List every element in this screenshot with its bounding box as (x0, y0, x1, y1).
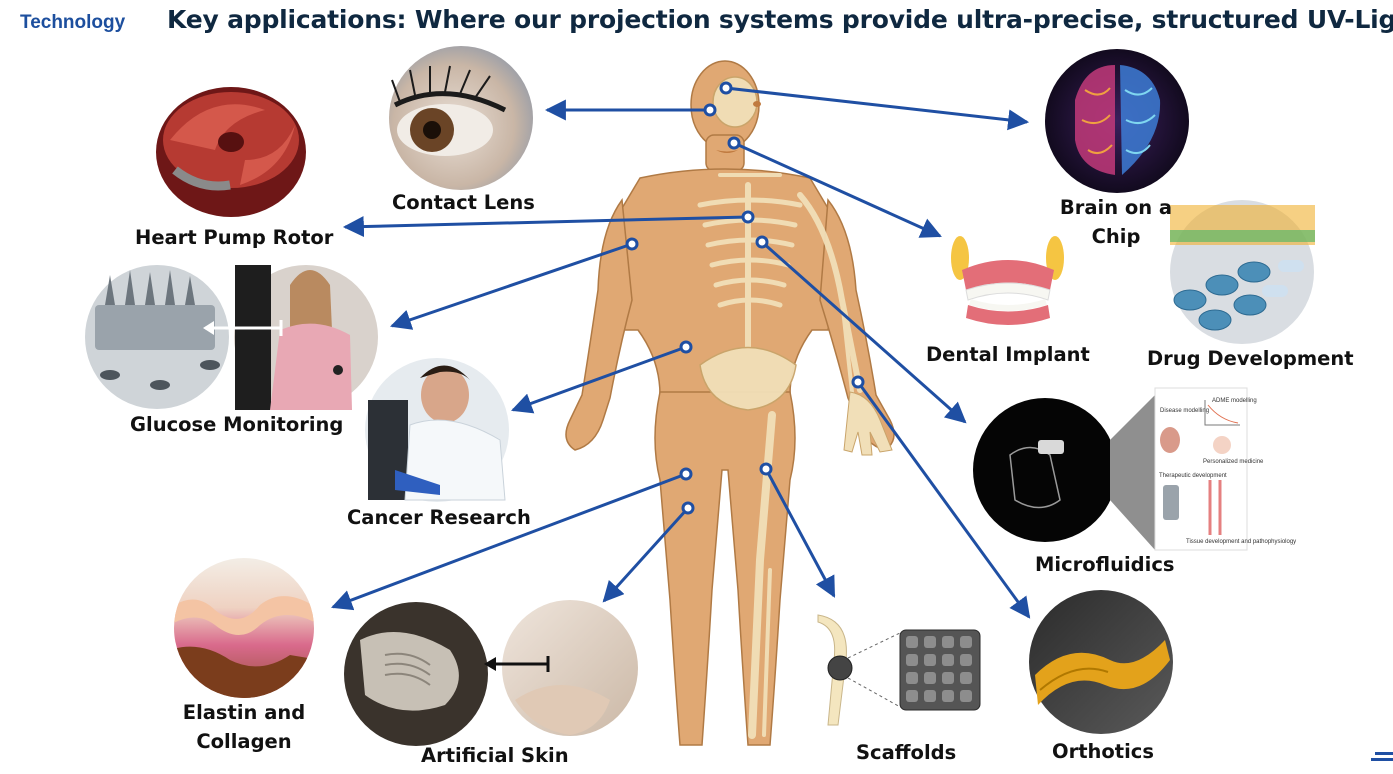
brain-on-chip-image (1045, 49, 1189, 193)
section-tag: Technology (20, 12, 126, 33)
mf-personalized-medicine: Personalized medicine (1203, 459, 1264, 465)
connector-points (625, 81, 865, 515)
label-contact-lens: Contact Lens (392, 191, 535, 214)
scaffolds-image (817, 614, 981, 726)
label-elastin-collagen: Elastin and Collagen (180, 698, 308, 756)
microfluidics-image (973, 398, 1117, 542)
label-glucose-monitoring: Glucose Monitoring (130, 413, 344, 436)
drug-development-image (1170, 200, 1315, 344)
label-orthotics: Orthotics (1052, 740, 1154, 763)
mf-therapeutic-development: Therapeutic development (1159, 473, 1227, 479)
page-title: Key applications: Where our projection s… (167, 5, 1393, 34)
mf-adme-modelling: ADME modelling (1212, 398, 1257, 404)
cancer-research-image (365, 358, 509, 502)
glucose-patient-image (234, 265, 378, 410)
label-scaffolds: Scaffolds (856, 741, 957, 764)
artificial-skin-link-arrow (484, 656, 550, 672)
label-heart-pump-rotor: Heart Pump Rotor (135, 226, 334, 249)
label-artificial-skin: Artificial Skin (421, 744, 569, 767)
elastin-collagen-image (174, 558, 314, 698)
connector-lines (331, 86, 1031, 619)
artificial-skin-image (502, 600, 638, 736)
mf-disease-modelling: Disease modelling (1160, 408, 1209, 414)
glucose-sensor-image (85, 265, 229, 409)
label-brain-line1: Brain on a (1059, 196, 1173, 219)
label-cancer-research: Cancer Research (347, 506, 531, 529)
microfluidics-zoom-panel (1110, 387, 1248, 551)
heart-pump-rotor-image (156, 87, 306, 217)
artificial-skin-device-image (344, 602, 488, 746)
orthotics-image (1029, 590, 1173, 734)
glucose-link-arrow (203, 320, 283, 336)
label-brain-line2: Chip (1091, 225, 1141, 248)
contact-lens-image (389, 46, 533, 190)
human-body-figure (565, 60, 895, 746)
corner-logo-mark (1371, 752, 1393, 761)
label-dental-implant: Dental Implant (926, 343, 1090, 366)
label-brain-on-chip: Brain on a Chip (1056, 193, 1176, 251)
dental-implant-image (951, 236, 1064, 333)
label-elastin-line2: Collagen (196, 730, 292, 753)
label-microfluidics: Microfluidics (1035, 553, 1175, 576)
microfluidics-panel-text: Disease modelling ADME modelling Persona… (1159, 398, 1296, 545)
label-elastin-line1: Elastin and (182, 701, 306, 724)
label-drug-development: Drug Development (1147, 347, 1354, 370)
mf-tissue-development: Tissue development and pathophysiology (1186, 539, 1296, 545)
